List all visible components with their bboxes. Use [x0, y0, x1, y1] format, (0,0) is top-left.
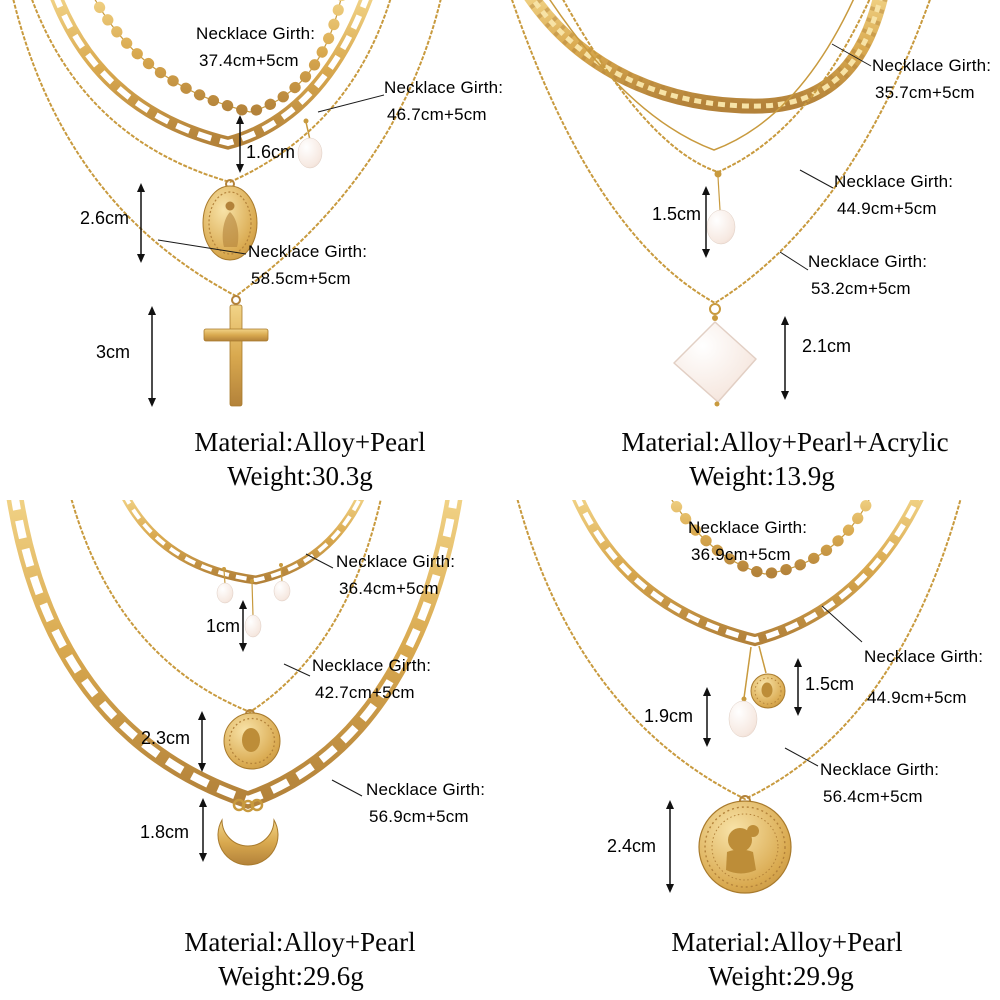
girth-annotation: Necklace Girth: 36.4cm+5cm	[336, 548, 455, 602]
necklace-illustration	[511, 0, 931, 407]
girth-label: Necklace Girth:	[834, 172, 954, 191]
size-annotation: 1.5cm	[805, 674, 855, 694]
girth-annotation: Necklace Girth: 53.2cm+5cm	[808, 248, 927, 302]
girth-value: 44.9cm+5cm	[837, 199, 937, 218]
disc-chain	[89, 0, 347, 118]
cable-chain-pearl	[562, 0, 871, 245]
material-text: Material:Alloy+Pearl	[671, 927, 903, 957]
coin-pendant	[698, 795, 792, 894]
measure-arrows	[198, 600, 247, 862]
girth-label: Necklace Girth:	[336, 552, 456, 571]
girth-annotation: Necklace Girth: 35.7cm+5cm	[872, 52, 991, 106]
girth-value: 56.4cm+5cm	[823, 787, 923, 806]
weight-text: Weight:13.9g	[689, 461, 835, 491]
weight-text: Weight:30.3g	[227, 461, 373, 491]
necklace-illustration	[12, 0, 442, 407]
cable-chain-coin	[70, 500, 382, 714]
girth-annotation: Necklace Girth: 56.9cm+5cm	[366, 776, 485, 830]
girth-annotation: Necklace Girth: 58.5cm+5cm	[248, 238, 367, 292]
girth-label: Necklace Girth:	[864, 647, 984, 666]
medallion-pendant	[202, 179, 258, 261]
cable-chain-short	[549, 0, 855, 151]
baroque-pearl-pendant	[673, 303, 757, 407]
girth-value: 36.9cm+5cm	[691, 545, 791, 564]
size-annotation: 1.8cm	[140, 822, 190, 842]
size-annotation: 1cm	[206, 616, 241, 636]
girth-annotation: Necklace Girth: 36.9cm+5cm	[688, 514, 807, 568]
pearl-charms	[216, 563, 291, 638]
paperclip-chain	[122, 500, 365, 585]
leader-lines	[784, 605, 863, 767]
pearl-charm	[297, 118, 323, 169]
girth-label: Necklace Girth:	[384, 78, 504, 97]
girth-label: Necklace Girth:	[248, 242, 368, 261]
girth-value: 56.9cm+5cm	[369, 807, 469, 826]
size-annotation: 2.4cm	[607, 836, 657, 856]
product-panel-coin-moon-necklace: Necklace Girth: 36.4cm+5cm Necklace Girt…	[0, 500, 500, 1000]
weight-text: Weight:29.6g	[218, 961, 364, 991]
material-text: Material:Alloy+Pearl	[184, 927, 416, 957]
material-text: Material:Alloy+Pearl	[194, 427, 426, 457]
measure-arrows	[666, 658, 802, 893]
girth-value: 35.7cm+5cm	[875, 83, 975, 102]
girth-value: 46.7cm+5cm	[387, 105, 487, 124]
leader-lines	[779, 43, 872, 271]
paperclip-chain	[50, 0, 373, 150]
moon-pendant	[217, 798, 279, 866]
measure-arrows	[702, 186, 789, 400]
small-coin-charm	[750, 645, 786, 709]
girth-annotation: Necklace Girth: 37.4cm+5cm	[196, 20, 315, 74]
girth-annotation: Necklace Girth: 46.7cm+5cm	[384, 74, 503, 128]
size-annotation: 2.6cm	[80, 208, 130, 228]
girth-annotation: Necklace Girth: 44.9cm+5cm	[834, 168, 953, 222]
product-panel-cross-necklace: Necklace Girth: 37.4cm+5cm Necklace Girt…	[0, 0, 503, 500]
girth-annotation: Necklace Girth: 56.4cm+5cm	[820, 756, 939, 810]
girth-value: 44.9cm+5cm	[867, 688, 967, 707]
girth-value: 37.4cm+5cm	[199, 51, 299, 70]
coin-pendant	[223, 709, 281, 770]
girth-label: Necklace Girth:	[196, 24, 316, 43]
leader-lines	[157, 94, 385, 255]
material-text: Material:Alloy+Pearl+Acrylic	[621, 427, 949, 457]
girth-label: Necklace Girth:	[312, 656, 432, 675]
girth-value: 53.2cm+5cm	[811, 279, 911, 298]
curb-chain	[524, 0, 888, 114]
pearl-charm	[728, 646, 758, 738]
size-annotation: 1.9cm	[644, 706, 694, 726]
leader-lines	[283, 553, 363, 797]
girth-label: Necklace Girth:	[872, 56, 992, 75]
product-panel-baroque-pearl-necklace: Necklace Girth: 35.7cm+5cm Necklace Girt…	[500, 0, 1000, 500]
size-annotation: 1.5cm	[652, 204, 702, 224]
necklace-illustration	[516, 500, 962, 894]
girth-value: 36.4cm+5cm	[339, 579, 439, 598]
cross-pendant	[203, 295, 269, 407]
size-annotation: 2.3cm	[141, 728, 191, 748]
girth-annotation: Necklace Girth: 42.7cm+5cm	[312, 652, 431, 706]
disc-chain	[665, 500, 876, 580]
girth-label: Necklace Girth:	[366, 780, 486, 799]
necklace-illustration	[6, 500, 463, 866]
girth-label: Necklace Girth:	[820, 760, 940, 779]
size-annotation: 2.1cm	[802, 336, 852, 356]
cable-chain-long	[516, 500, 962, 801]
girth-value: 58.5cm+5cm	[251, 269, 351, 288]
girth-label: Necklace Girth:	[688, 518, 808, 537]
size-annotation: 1.6cm	[246, 142, 296, 162]
size-annotation: 3cm	[96, 342, 131, 362]
girth-value: 42.7cm+5cm	[315, 683, 415, 702]
product-panel-coin-portrait-necklace: Necklace Girth: 36.9cm+5cm Necklace Girt…	[500, 500, 1000, 1000]
cable-chain-long	[511, 0, 931, 305]
paperclip-chain	[572, 500, 924, 647]
measure-arrows	[137, 115, 244, 407]
girth-label: Necklace Girth:	[808, 252, 928, 271]
girth-annotation: Necklace Girth: 44.9cm+5cm	[864, 636, 983, 718]
cable-chain-medallion	[31, 0, 392, 184]
weight-text: Weight:29.9g	[708, 961, 854, 991]
